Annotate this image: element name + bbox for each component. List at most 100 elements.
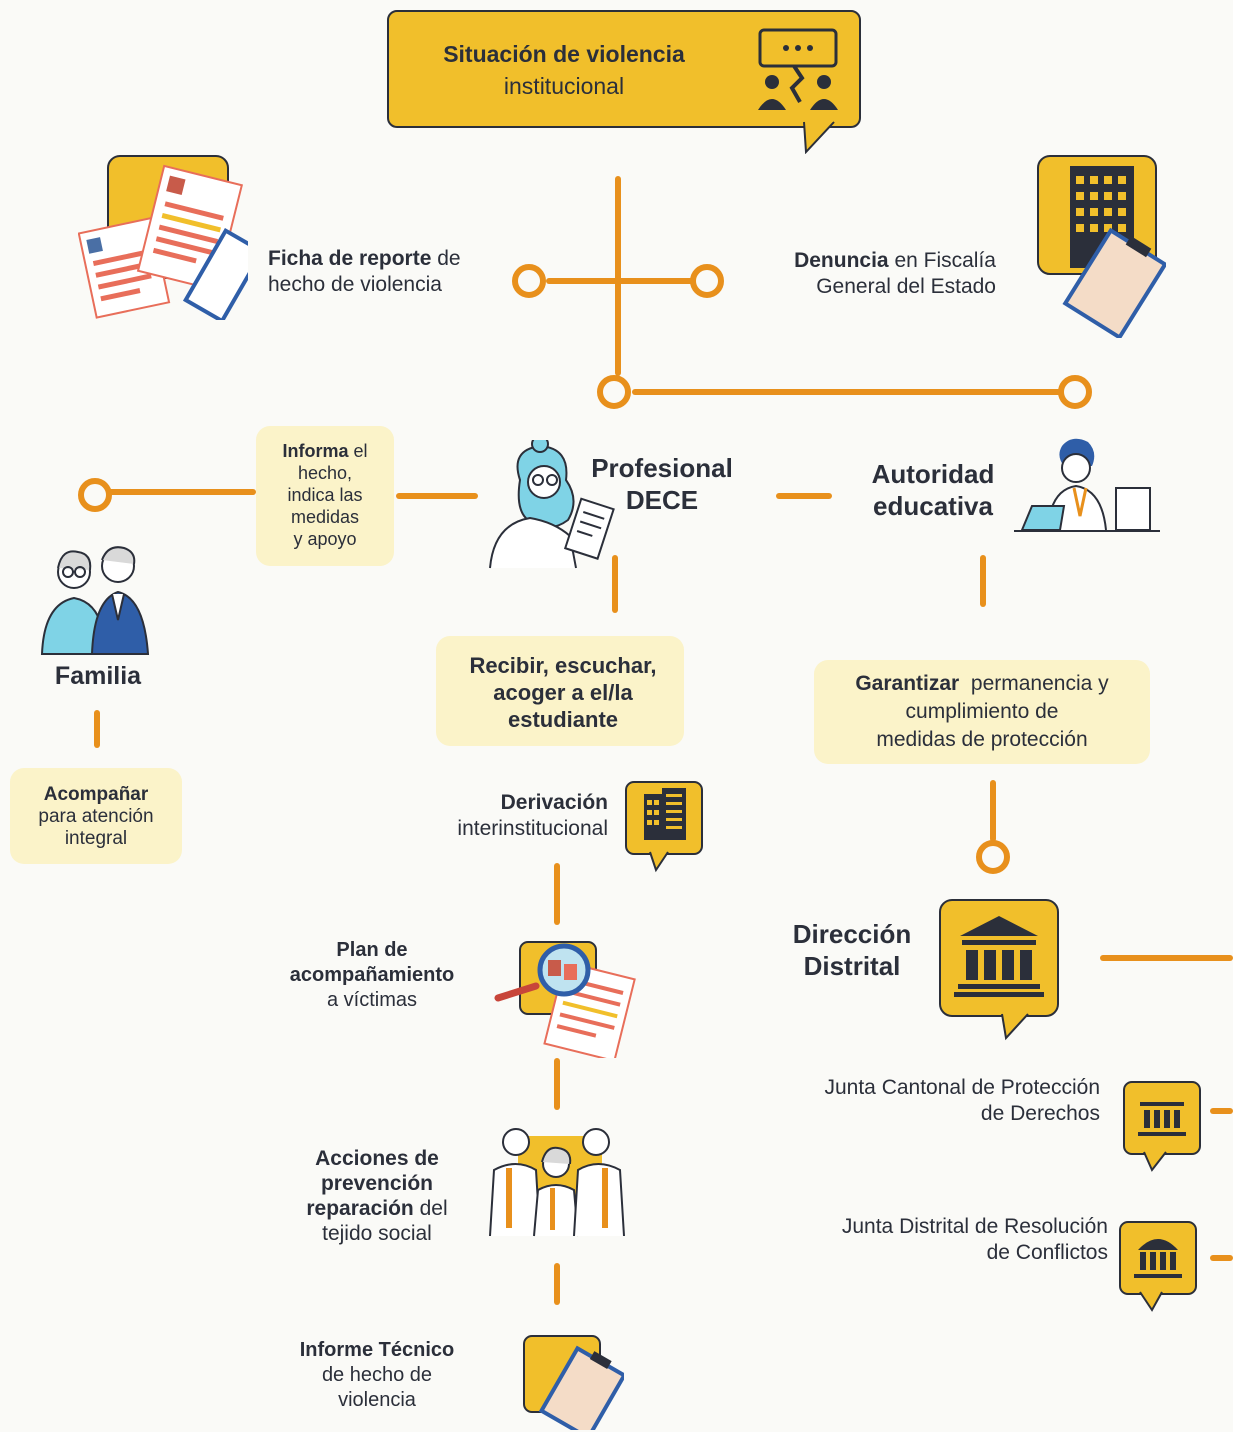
magnifier-documents-icon: [494, 941, 636, 1058]
title-line2: institucional: [503, 73, 625, 99]
informa-text: Informa el hecho, indica las medidas y a…: [256, 440, 394, 550]
autoridad-label: Autoridad educativa: [850, 458, 1016, 522]
informe-bold: Informe Técnico: [299, 1339, 455, 1361]
familia-label: Familia: [54, 662, 142, 690]
plan-l3: a víctimas: [326, 989, 418, 1011]
connector-autoridad-down: [980, 555, 986, 607]
node-denuncia: [690, 264, 724, 298]
connector-plan-acciones: [554, 1058, 560, 1110]
denuncia-bold: Denuncia: [794, 249, 889, 272]
recibir-l2: acoger a el/la: [493, 680, 633, 705]
node-ficha: [512, 264, 546, 298]
informa-rest: el: [348, 441, 368, 461]
connector-ficha-denuncia: [546, 278, 696, 284]
informa-l3: indica las: [287, 485, 363, 505]
dece-line1: Profesional: [591, 453, 733, 483]
node-dece: [597, 375, 631, 409]
junta-cantonal-l1: Junta Cantonal de Protección: [824, 1076, 1100, 1099]
plan-l1: Plan de: [336, 939, 408, 961]
junta-distrital-icon: [1119, 1221, 1197, 1312]
derivacion-l2: interinstitucional: [457, 817, 608, 840]
title-box: Situación de violencia institucional: [387, 10, 861, 128]
connector-familia-down: [94, 710, 100, 748]
connector-main-vertical: [615, 176, 621, 376]
informa-l2: hecho,: [297, 463, 353, 483]
node-autoridad: [1058, 375, 1092, 409]
recibir-l1: Recibir, escuchar,: [469, 653, 657, 678]
title-text: Situación de violencia institucional: [409, 38, 719, 102]
recibir-l3: estudiante: [507, 707, 619, 732]
title-line1: Situación de violencia: [443, 41, 685, 67]
recibir-text: Recibir, escuchar, acoger a el/la estudi…: [436, 652, 690, 733]
connector-dece-down: [612, 555, 618, 613]
ficha-line2: hecho de violencia: [268, 273, 442, 296]
title-box-tail: [803, 120, 835, 154]
connector-acciones-informe: [554, 1263, 560, 1305]
garantizar-l2: cumplimiento de: [905, 700, 1059, 723]
garantizar-l3: medidas de protección: [876, 728, 1088, 751]
informa-bold: Informa: [282, 441, 349, 461]
acompanar-text: Acompañar para atención integral: [10, 784, 182, 850]
acciones-l2: prevención: [320, 1172, 434, 1195]
derivacion-label: Derivación interinstitucional: [400, 790, 608, 842]
speech-conflict-icon: [758, 28, 838, 110]
junta-cantonal-l2: de Derechos: [980, 1102, 1100, 1125]
informa-l5: y apoyo: [293, 529, 357, 549]
informe-l2: de hecho de: [321, 1364, 433, 1386]
autoridad-line1: Autoridad: [871, 459, 995, 489]
acciones-l3-rest: del: [413, 1197, 448, 1220]
autoridad-line2: educativa: [873, 491, 993, 521]
informa-box: [256, 426, 394, 566]
garantizar-rest: permanencia y: [959, 672, 1109, 695]
connector-derivacion-plan: [554, 863, 560, 925]
ficha-bold: Ficha de reporte: [268, 247, 432, 270]
node-familia: [78, 478, 112, 512]
plan-l2: acompañamiento: [289, 964, 455, 986]
junta-distrital-label: Junta Distrital de Resolución de Conflic…: [748, 1214, 1108, 1266]
connector-direccion-right: [1100, 955, 1233, 961]
informe-label: Informe Técnico de hecho de violencia: [286, 1338, 468, 1413]
connector-dece-right: [632, 389, 1062, 395]
parents-icon: [40, 546, 150, 655]
plan-label: Plan de acompañamiento a víctimas: [276, 938, 468, 1013]
clipboard-icon: [523, 1335, 624, 1430]
acciones-l4: tejido social: [322, 1222, 432, 1245]
connector-garantizar-down: [990, 780, 996, 842]
informa-l4: medidas: [290, 507, 360, 527]
teacher-icon: [489, 440, 615, 569]
documents-icon: [78, 155, 248, 320]
denuncia-line2: General del Estado: [816, 275, 996, 298]
building-clipboard-icon: [1037, 155, 1166, 338]
node-direccion: [976, 840, 1010, 874]
dece-label: Profesional DECE: [586, 452, 738, 516]
administrator-icon: [1014, 438, 1160, 532]
office-building-icon: [625, 781, 703, 873]
acompanar-l2: para atención: [38, 806, 154, 827]
junta-distrital-l2: de Conflictos: [986, 1241, 1108, 1264]
informe-l3: violencia: [338, 1389, 416, 1411]
direccion-l1: Dirección: [792, 919, 912, 949]
acompanar-bold: Acompañar: [43, 784, 149, 805]
direccion-label: Dirección Distrital: [774, 918, 930, 982]
junta-distrital-l1: Junta Distrital de Resolución: [841, 1215, 1108, 1238]
acciones-l3-bold: reparación: [306, 1197, 414, 1220]
connector-familia: [108, 489, 256, 495]
acciones-l1: Acciones de: [315, 1147, 439, 1170]
junta-cantonal-icon: [1123, 1081, 1201, 1172]
institution-icon: [939, 899, 1059, 1041]
derivacion-bold: Derivación: [500, 791, 608, 814]
direccion-l2: Distrital: [803, 951, 901, 981]
acompanar-l3: integral: [64, 828, 128, 849]
connector-dece-autoridad: [776, 493, 832, 499]
acompanar-box: [10, 768, 182, 864]
garantizar-box: [814, 660, 1150, 764]
team-icon: [489, 1128, 625, 1237]
garantizar-text: Garantizar permanencia y cumplimiento de…: [814, 670, 1150, 754]
dece-line2: DECE: [625, 485, 699, 515]
acciones-label: Acciones de prevención reparación del te…: [290, 1146, 464, 1246]
ficha-label: Ficha de reporte de hecho de violencia: [268, 246, 508, 298]
connector-junta-cantonal: [1210, 1108, 1233, 1114]
denuncia-label: Denuncia en Fiscalía General del Estado: [740, 248, 996, 300]
connector-junta-distrital: [1210, 1255, 1233, 1261]
connector-informa-dece: [396, 493, 478, 499]
